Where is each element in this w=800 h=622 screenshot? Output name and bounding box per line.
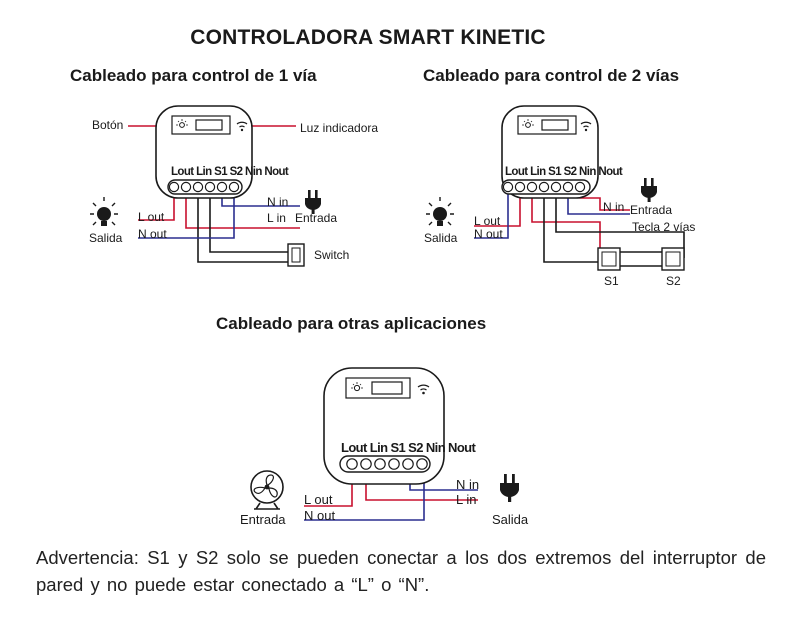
wire-s2-1 — [209, 188, 288, 253]
terminal-labels-3: Lout Lin S1 S2 Nin Nout — [341, 440, 476, 455]
warning-text: S1 y S2 solo se pueden conectar a los do… — [36, 547, 767, 595]
wire-lout-2 — [474, 188, 521, 227]
section-title-other: Cableado para otras aplicaciones — [216, 314, 487, 333]
warning-note: Advertencia: S1 y S2 solo se pueden cone… — [36, 544, 766, 598]
plug-icon-2 — [641, 178, 657, 202]
diagram-other — [250, 367, 519, 521]
wire-lin-1 — [185, 188, 300, 229]
label-nin-3: N in — [456, 477, 480, 492]
label-tecla: Tecla 2 vías — [632, 220, 696, 234]
label-nout-1: N out — [138, 227, 167, 241]
label-salida-3: Salida — [492, 512, 529, 527]
terminal-labels-2: Lout Lin S1 S2 Nin Nout — [505, 166, 623, 178]
wire-lout-1 — [138, 188, 175, 221]
label-lout-2: L out — [474, 214, 501, 228]
plug-icon-3 — [500, 474, 519, 502]
label-nin-2: N in — [603, 200, 625, 214]
label-lin-1: L in — [267, 211, 286, 225]
label-s2: S2 — [666, 274, 681, 288]
label-switch: Switch — [314, 248, 350, 262]
label-entrada-1: Entrada — [295, 211, 338, 225]
label-entrada-2: Entrada — [630, 203, 673, 217]
label-nout-2: N out — [474, 227, 503, 241]
wifi-icon-3 — [417, 384, 430, 391]
wire-nout-2 — [474, 188, 509, 239]
wire-nout-3 — [304, 470, 425, 521]
wifi-icon-2 — [580, 121, 592, 128]
bulb-icon-2 — [426, 197, 454, 226]
wire-s1-2 — [543, 188, 600, 263]
warning-label: Advertencia: — [36, 547, 139, 568]
bulb-icon-1 — [90, 197, 118, 226]
wire-s2-2 — [555, 188, 685, 258]
section-title-one-way: Cableado para control de 1 vía — [70, 66, 317, 85]
page-title: CONTROLADORA SMART KINETIC — [190, 26, 546, 49]
wire-lin-2 — [531, 188, 601, 258]
label-entrada-3: Entrada — [240, 512, 286, 527]
diagram-one-way — [90, 105, 321, 267]
label-lin-3: L in — [456, 492, 477, 507]
terminal-labels-1: Lout Lin S1 S2 Nin Nout — [171, 166, 289, 178]
wifi-icon — [236, 121, 248, 128]
section-title-two-way: Cableado para control de 2 vías — [423, 66, 680, 85]
label-s1: S1 — [604, 274, 619, 288]
wire-s1-1 — [197, 188, 288, 263]
label-indicator: Luz indicadora — [300, 121, 379, 135]
fan-icon — [250, 470, 284, 510]
label-lout-1: L out — [138, 210, 165, 224]
label-nin-1: N in — [267, 195, 289, 209]
diagram-two-way — [426, 105, 685, 271]
plug-icon-1 — [305, 190, 321, 214]
label-lout-3: L out — [304, 492, 333, 507]
label-salida-1: Salida — [89, 231, 123, 245]
label-salida-2: Salida — [424, 231, 458, 245]
label-nout-3: N out — [304, 508, 336, 523]
label-boton: Botón — [92, 118, 124, 132]
bulb-mini-icon — [179, 122, 185, 128]
wire-nout-1 — [138, 188, 235, 239]
